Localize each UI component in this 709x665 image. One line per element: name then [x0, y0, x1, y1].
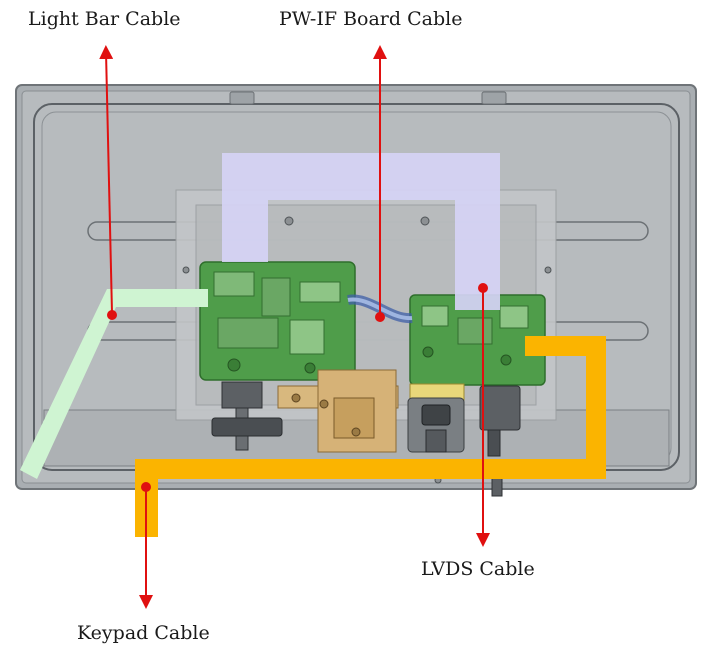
light-bar-cable-pointer: [99, 45, 117, 320]
power-board: [199, 261, 356, 381]
pw-if-board-cable-overlay: [222, 153, 500, 310]
mount-bracket: [277, 369, 399, 453]
pw-if-board-cable-pointer: [373, 45, 387, 322]
lvds-cable-pointer: [476, 283, 490, 547]
keypad-cable-label: Keypad Cable: [77, 622, 210, 644]
light-bar-cable-overlay: [20, 289, 208, 479]
pw-if-board-cable-label: PW-IF Board Cable: [279, 8, 463, 30]
vga-connector: [407, 383, 521, 497]
light-bar-cable-label: Light Bar Cable: [28, 8, 181, 30]
power-inlet: [211, 381, 283, 451]
lvds-cable-label: LVDS Cable: [421, 558, 535, 580]
keypad-cable-pointer: [139, 482, 153, 609]
interface-board: [409, 294, 546, 386]
